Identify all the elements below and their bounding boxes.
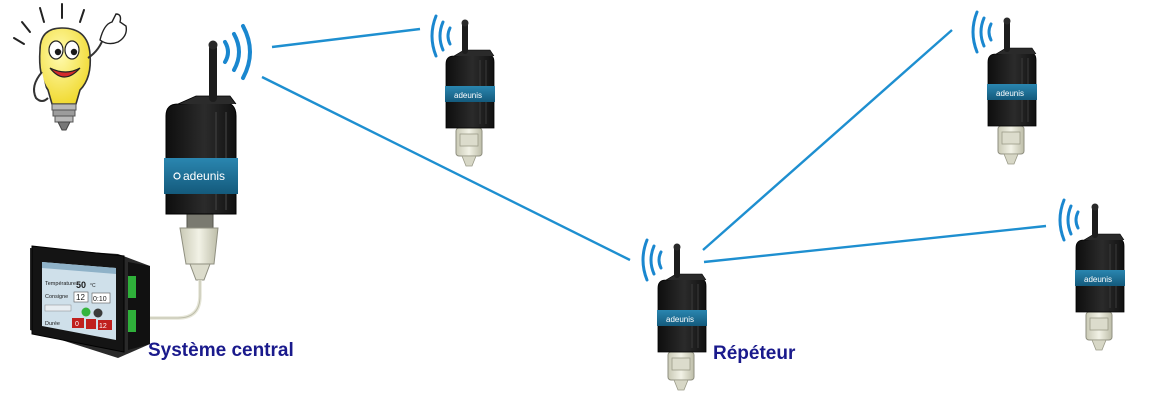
signal-waves-icon [1058,198,1080,242]
repeater-label: Répéteur [713,343,796,364]
brand-label: adeunis [454,91,482,100]
lightbulb-mascot-icon [13,3,128,131]
hmi-row2-value-b: 0:10 [93,296,107,303]
brand-label: adeunis [666,315,694,324]
hmi-row4-value-a: 0 [75,321,79,328]
link-central-to-top-node [271,27,421,49]
central-modem: adeunis [140,40,238,320]
link-central-to-repeater [261,75,631,262]
signal-waves-icon [430,14,452,58]
hmi-row1-unit: °C [90,283,96,289]
hmi-row2-label: Consigne [45,294,68,300]
hmi-row1-label: Température [45,281,76,287]
brand-label: adeunis [1084,275,1112,284]
hmi-row2-value-a: 12 [76,293,85,302]
hmi-row1-value: 50 [76,280,86,290]
link-repeater-to-top-right-node [702,29,953,251]
central-system-label: Système central [148,340,294,361]
hmi-row4-label: Durée [45,321,60,327]
signal-waves-icon [223,24,252,80]
brand-label: adeunis [996,89,1024,98]
hmi-row4-value-b: 12 [99,323,107,330]
radio-links [261,27,1047,264]
brand-label: adeunis [183,169,225,183]
signal-waves-icon [641,238,663,282]
signal-waves-icon [971,10,993,54]
hmi-touch-panel: Température 50 °C Consigne 12 0:10 Durée… [30,245,150,358]
link-repeater-to-right-node [703,224,1047,264]
